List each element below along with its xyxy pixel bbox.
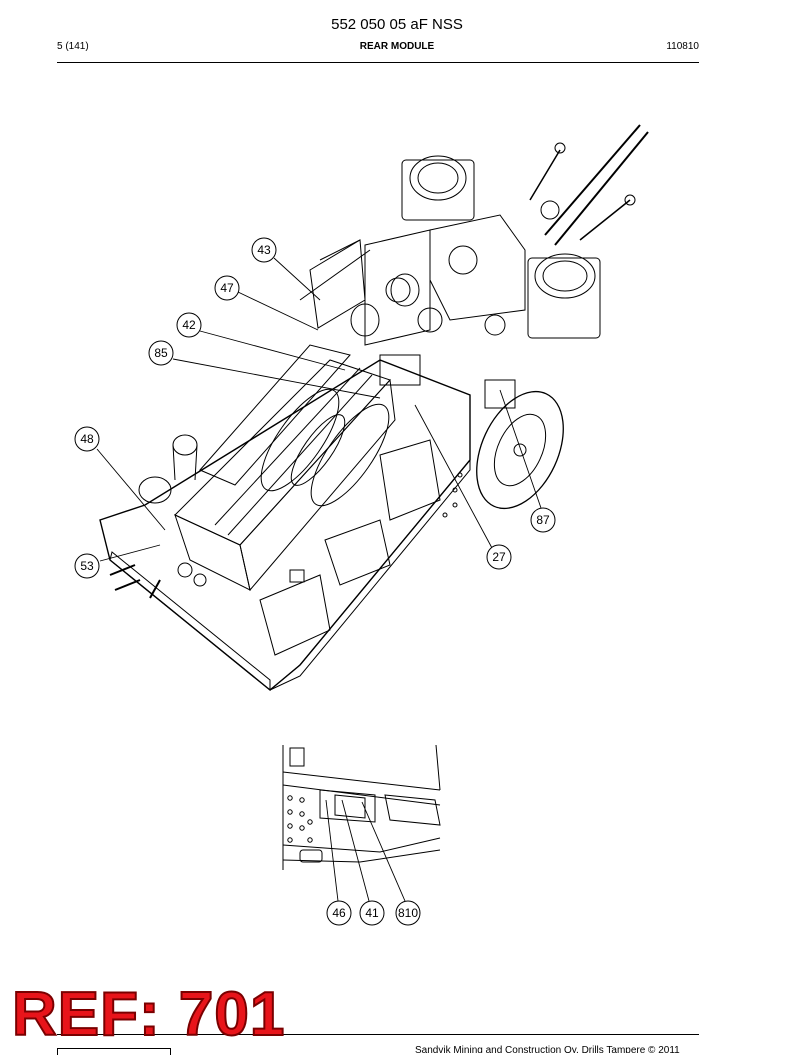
document-number: 552 050 05 aF NSS xyxy=(331,16,463,33)
header-rule xyxy=(57,62,699,63)
page-number: 5 (141) xyxy=(57,41,89,52)
callout-810: 810 xyxy=(395,900,421,926)
svg-text:43: 43 xyxy=(257,243,271,257)
leader-lines xyxy=(96,257,542,902)
callout-41: 41 xyxy=(359,900,385,926)
callout-42: 42 xyxy=(176,312,202,338)
callout-47: 47 xyxy=(214,275,240,301)
footer-rule xyxy=(57,1034,699,1035)
svg-text:85: 85 xyxy=(154,346,168,360)
company-logo xyxy=(57,1048,171,1055)
callout-27: 27 xyxy=(486,544,512,570)
callout-46: 46 xyxy=(326,900,352,926)
callout-87: 87 xyxy=(530,507,556,533)
svg-text:42: 42 xyxy=(182,318,196,332)
callout-53: 53 xyxy=(74,553,100,579)
svg-text:810: 810 xyxy=(398,906,418,920)
footer-copyright: Sandvik Mining and Construction Oy, Dril… xyxy=(415,1045,680,1053)
callout-43: 43 xyxy=(251,237,277,263)
svg-text:48: 48 xyxy=(80,432,94,446)
callout-85: 85 xyxy=(148,340,174,366)
reference-stamp: REF: 701 xyxy=(11,980,286,1049)
svg-text:46: 46 xyxy=(332,906,346,920)
section-title: REAR MODULE xyxy=(359,41,435,52)
rear-module-illustration xyxy=(99,124,649,692)
svg-text:27: 27 xyxy=(492,550,506,564)
date-code: 110810 xyxy=(666,41,699,52)
svg-text:47: 47 xyxy=(220,281,234,295)
svg-text:41: 41 xyxy=(365,906,379,920)
svg-text:53: 53 xyxy=(80,559,94,573)
detail-view-illustration xyxy=(282,744,441,870)
callout-48: 48 xyxy=(74,426,100,452)
svg-text:87: 87 xyxy=(536,513,550,527)
